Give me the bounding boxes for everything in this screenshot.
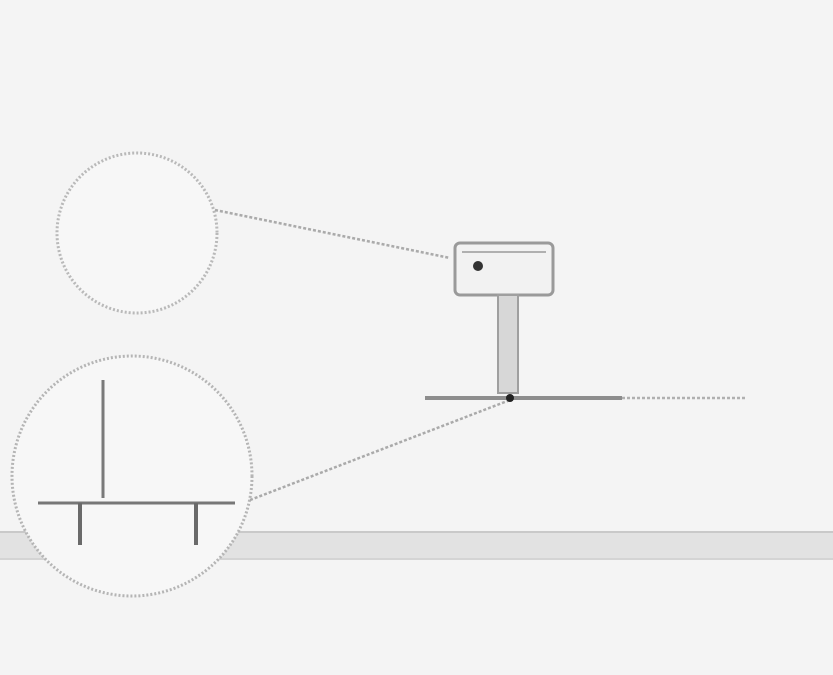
upper-detail-magnifier	[55, 151, 451, 315]
lower-detail-magnifier	[10, 354, 511, 598]
device-box	[453, 241, 555, 297]
arm-pivot	[506, 394, 514, 402]
device-assembly	[425, 241, 745, 402]
device-indicator	[473, 261, 483, 271]
upper-leader-line	[214, 208, 451, 260]
lower-leader-line	[249, 398, 511, 502]
footer	[80, 655, 460, 669]
device-stand	[497, 294, 519, 394]
